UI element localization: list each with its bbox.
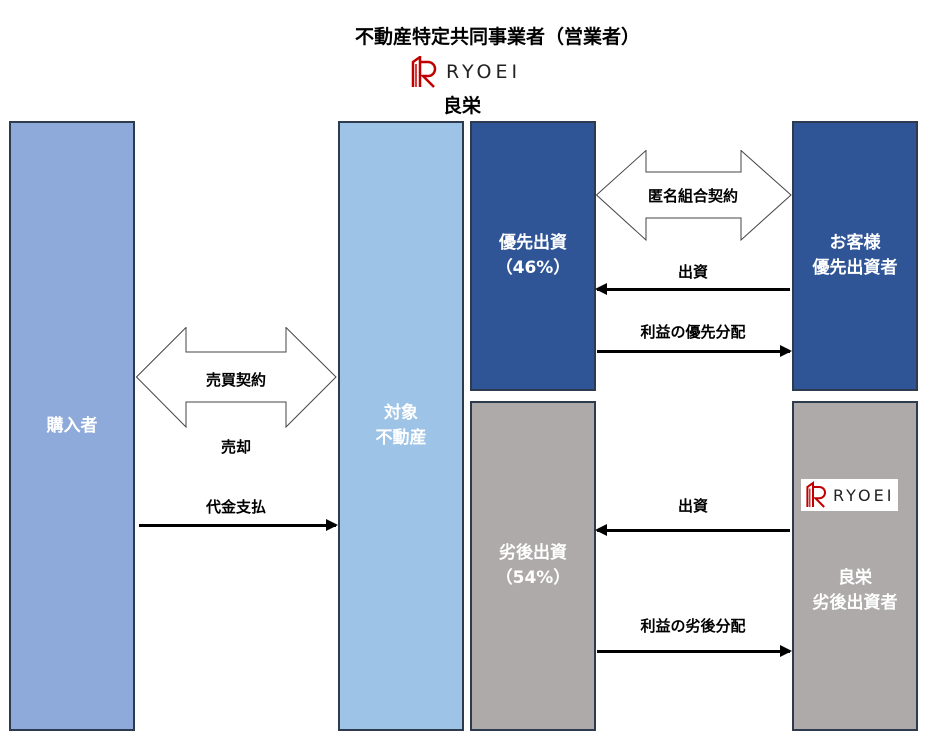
priority-label: 優先出資 bbox=[499, 233, 567, 253]
subordinate-label: 劣後出資 bbox=[499, 543, 567, 563]
priority-investment-arrow bbox=[595, 283, 790, 295]
subordinate-investment-box: 劣後出資 （54%） bbox=[470, 401, 596, 731]
silent-partnership-label: 匿名組合契約 bbox=[647, 187, 739, 205]
ryoei-label-2: 劣後出資者 bbox=[812, 593, 898, 613]
property-box: 対象 不動産 bbox=[338, 121, 464, 731]
subordinate-investment-label: 出資 bbox=[677, 497, 709, 515]
priority-distribution-arrow bbox=[597, 345, 792, 357]
ryoei-investor-box: RYOEI 良栄 劣後出資者 bbox=[792, 401, 918, 731]
logo-text: RYOEI bbox=[833, 485, 895, 505]
subordinate-distribution-label: 利益の劣後分配 bbox=[640, 617, 746, 635]
silent-partnership-double-arrow bbox=[596, 150, 792, 241]
customer-label-1: お客様 bbox=[829, 233, 881, 253]
operator-name: 良栄 bbox=[443, 95, 482, 117]
customer-label-2: 優先出資者 bbox=[812, 258, 898, 278]
subordinate-investment-arrow bbox=[595, 524, 790, 536]
ryoei-label-1: 良栄 bbox=[838, 568, 872, 588]
sales-contract-label: 売買契約 bbox=[205, 371, 267, 389]
buyer-label: 購入者 bbox=[46, 415, 98, 436]
diagram-title: 不動産特定共同事業者（営業者） bbox=[354, 26, 640, 48]
ryoei-box-logo: RYOEI bbox=[801, 479, 899, 511]
property-label-1: 対象 bbox=[384, 403, 418, 423]
property-label-2: 不動産 bbox=[375, 428, 427, 448]
ryoei-logo-icon bbox=[411, 56, 437, 88]
payment-arrow bbox=[139, 519, 338, 531]
priority-investment-box: 優先出資 （46%） bbox=[470, 121, 596, 391]
logo-text: RYOEI bbox=[446, 61, 522, 83]
subordinate-distribution-arrow bbox=[597, 645, 792, 657]
customer-box: お客様 優先出資者 bbox=[792, 121, 918, 391]
sales-contract-double-arrow bbox=[136, 327, 337, 428]
payment-label: 代金支払 bbox=[205, 498, 267, 516]
priority-investment-label: 出資 bbox=[677, 263, 709, 281]
subordinate-percent: （54%） bbox=[495, 568, 571, 588]
ryoei-logo-icon bbox=[806, 481, 826, 508]
ryoei-logo: RYOEI bbox=[410, 56, 521, 88]
priority-percent: （46%） bbox=[495, 258, 571, 278]
priority-distribution-label: 利益の優先分配 bbox=[640, 323, 746, 341]
sale-label: 売却 bbox=[220, 438, 252, 456]
buyer-box: 購入者 bbox=[9, 121, 135, 731]
